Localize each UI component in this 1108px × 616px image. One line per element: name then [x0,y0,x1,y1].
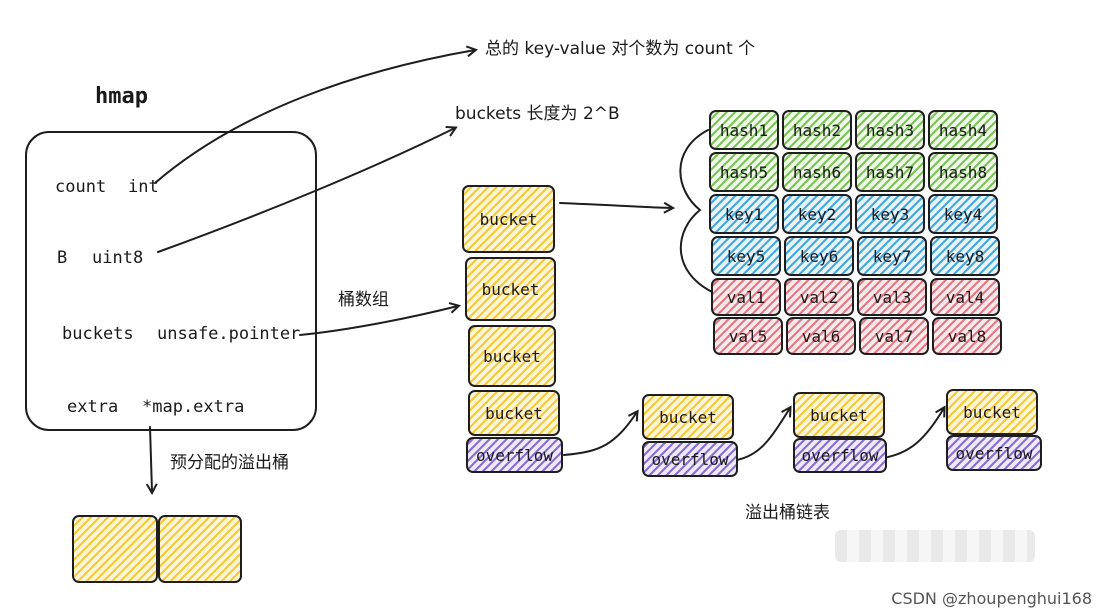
hash-cell: hash2 [782,110,852,150]
bucket-array-item: bucket [468,390,560,436]
val-cell: val4 [930,278,1000,316]
hash-cell: hash7 [855,152,925,192]
val-cell: val8 [932,317,1002,355]
field-count-name: count [55,177,107,197]
field-b-name: B [57,248,68,268]
key-cell: key4 [928,194,998,234]
bucket-array-label: 桶数组 [338,290,389,310]
key-cell: key8 [930,236,1000,276]
blurred-region [835,530,1035,562]
b-arrow [157,128,455,253]
watermark: CSDN @zhoupenghui168 [891,589,1092,608]
field-buckets-name: buckets [62,324,134,344]
key-cell: key7 [857,236,927,276]
val-cell: val7 [859,317,929,355]
overflow-link-3 [887,408,944,458]
field-extra-type: *map.extra [142,397,245,417]
val-cell: val6 [786,317,856,355]
prealloc-bucket [72,515,158,583]
overflow-link-1 [563,412,637,456]
bucket-array-item: bucket [462,185,555,253]
hash-cell: hash6 [782,152,852,192]
val-cell: val5 [713,317,783,355]
bucket-array-overflow: overflow [466,437,563,473]
overflow-chain-overflow: overflow [642,441,738,477]
bucket-detail-arrow [559,203,672,208]
overflow-chain-overflow: overflow [946,435,1042,471]
count-arrow [154,50,475,184]
bucket-array-item: bucket [468,325,556,387]
key-cell: key1 [709,194,779,234]
bucket-array-item: bucket [465,257,556,321]
hmap-struct-box [25,131,317,431]
key-cell: key3 [855,194,925,234]
overflow-list-label: 溢出桶链表 [745,503,830,523]
key-cell: key5 [711,236,781,276]
hash-cell: hash1 [709,110,779,150]
prealloc-bucket [158,515,242,583]
overflow-chain-bucket: bucket [642,394,734,440]
extra-arrow [150,426,152,492]
bucket-detail-brace [679,129,713,293]
prealloc-overflow-label: 预分配的溢出桶 [170,453,289,473]
val-cell: val1 [711,278,781,316]
field-count-type: int [128,177,159,197]
key-cell: key6 [784,236,854,276]
buckets-pointer-arrow [299,306,458,336]
overflow-chain-overflow: overflow [793,438,887,473]
overflow-chain-bucket: bucket [793,392,885,438]
overflow-chain-bucket: bucket [946,389,1038,435]
field-extra-name: extra [67,397,119,417]
hash-cell: hash8 [928,152,998,192]
hash-cell: hash5 [709,152,779,192]
overflow-link-2 [736,408,790,461]
hash-cell: hash4 [928,110,998,150]
field-b-type: uint8 [92,248,144,268]
val-cell: val3 [857,278,927,316]
count-annotation: 总的 key-value 对个数为 count 个 [485,39,756,59]
b-annotation: buckets 长度为 2^B [455,104,620,124]
key-cell: key2 [782,194,852,234]
hmap-title: hmap [95,84,148,109]
hash-cell: hash3 [855,110,925,150]
field-buckets-type: unsafe.pointer [157,324,301,344]
val-cell: val2 [784,278,854,316]
